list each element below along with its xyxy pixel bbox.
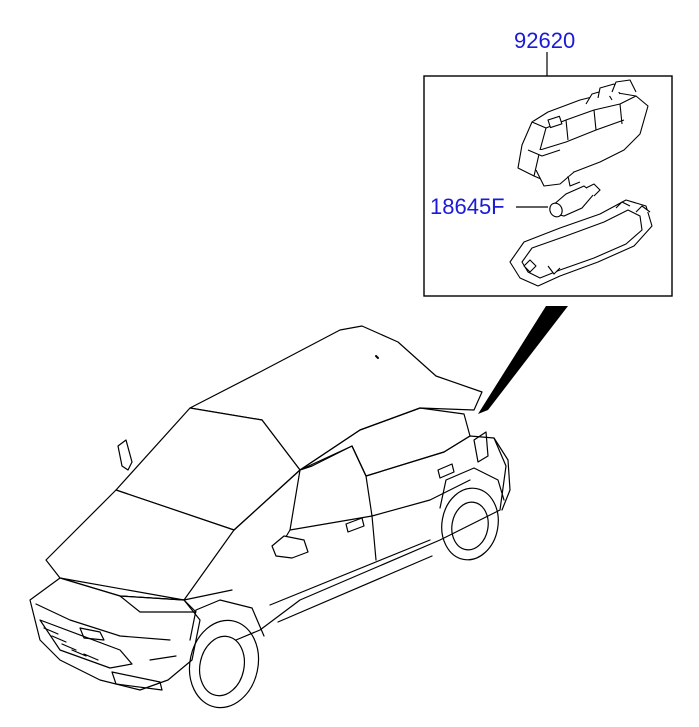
part-number-92620[interactable]: 92620	[514, 28, 576, 53]
lamp-assembly-icon	[517, 79, 649, 187]
car-icon	[29, 325, 511, 709]
lamp-lens-icon	[509, 199, 653, 287]
bulb-icon	[549, 183, 601, 218]
part-number-18645F[interactable]: 18645F	[430, 194, 505, 219]
pointer-wedge	[478, 306, 568, 414]
